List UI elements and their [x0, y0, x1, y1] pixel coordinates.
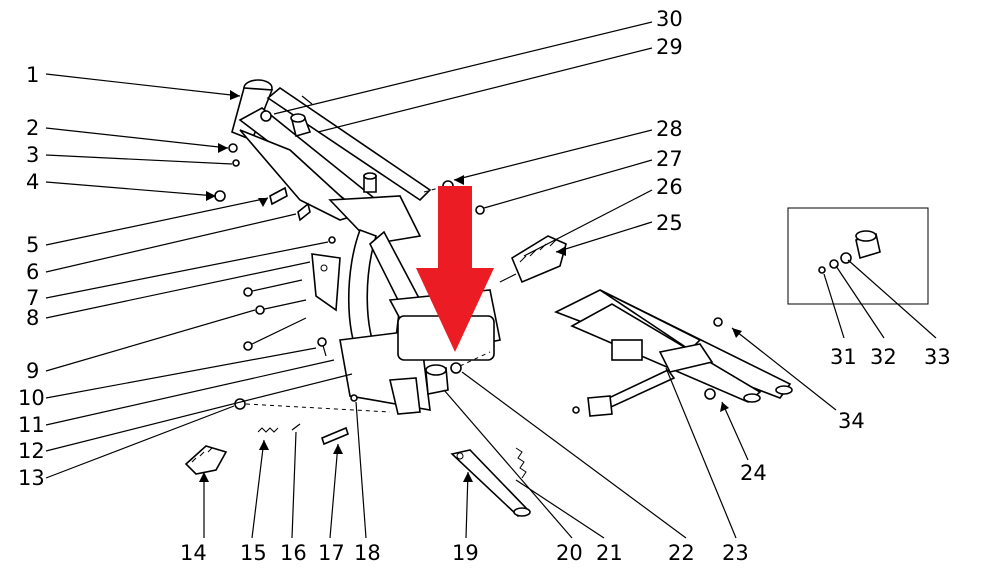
callout-27: 27 [656, 147, 683, 171]
callout-13: 13 [18, 466, 45, 490]
hardware-parts [184, 95, 567, 517]
callout-21: 21 [596, 541, 623, 565]
leader-arrowheads [199, 90, 742, 482]
callout-26: 26 [656, 175, 683, 199]
callout-24: 24 [740, 461, 767, 485]
callout-9: 9 [26, 359, 39, 383]
callout-10: 10 [18, 386, 45, 410]
callout-8: 8 [26, 306, 39, 330]
swingarm [554, 289, 793, 417]
callout-7: 7 [26, 286, 39, 310]
leader-lines [45, 21, 937, 539]
callout-31: 31 [830, 345, 857, 369]
callout-labels: 1 2 3 4 5 6 7 8 9 10 11 12 13 14 15 16 1… [18, 7, 951, 565]
callout-25: 25 [656, 211, 683, 235]
callout-33: 33 [924, 345, 951, 369]
callout-22: 22 [668, 541, 695, 565]
callout-15: 15 [240, 541, 267, 565]
callout-2: 2 [26, 116, 39, 140]
callout-1: 1 [26, 63, 39, 87]
highlight-arrow [416, 186, 494, 352]
callout-12: 12 [18, 439, 45, 463]
callout-28: 28 [656, 117, 683, 141]
callout-17: 17 [318, 541, 345, 565]
inset-detail-box [787, 207, 929, 305]
callout-30: 30 [656, 7, 683, 31]
callout-14: 14 [180, 541, 207, 565]
callout-34: 34 [838, 409, 865, 433]
callout-5: 5 [26, 233, 39, 257]
callout-3: 3 [26, 143, 39, 167]
callout-4: 4 [26, 170, 39, 194]
callout-6: 6 [26, 260, 39, 284]
callout-16: 16 [280, 541, 307, 565]
callout-19: 19 [452, 541, 479, 565]
callout-32: 32 [870, 345, 897, 369]
callout-29: 29 [656, 35, 683, 59]
callout-20: 20 [556, 541, 583, 565]
callout-18: 18 [354, 541, 381, 565]
callout-11: 11 [18, 413, 45, 437]
callout-23: 23 [722, 541, 749, 565]
